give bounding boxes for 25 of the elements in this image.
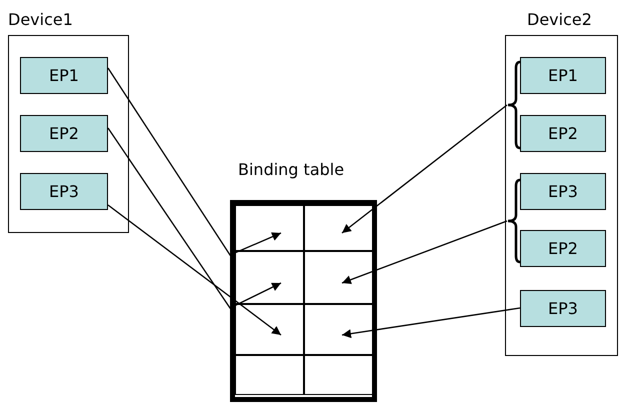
table-title: Binding table — [238, 160, 344, 179]
arrow — [108, 204, 282, 336]
table-cell — [235, 355, 304, 395]
device-label: Device2 — [527, 10, 592, 29]
endpoint-box: EP2 — [520, 115, 606, 152]
endpoint-box: EP3 — [20, 173, 108, 210]
endpoint-box: EP1 — [520, 57, 606, 94]
device-label: Device1 — [8, 10, 73, 29]
endpoint-box: EP3 — [520, 173, 606, 210]
table-cell — [235, 205, 304, 251]
arrow — [342, 220, 508, 284]
endpoint-box: EP2 — [20, 115, 108, 152]
table-cell — [235, 304, 304, 355]
table-cell — [304, 251, 373, 304]
arrow — [107, 68, 282, 256]
endpoint-box: EP3 — [520, 290, 606, 327]
table-cell — [304, 355, 373, 395]
arrow — [342, 307, 520, 338]
table-cell — [235, 251, 304, 304]
arrow — [342, 104, 508, 234]
table-cell — [304, 205, 373, 251]
table-cell — [304, 304, 373, 355]
endpoint-box: EP2 — [520, 230, 606, 267]
arrow — [107, 128, 282, 309]
endpoint-box: EP1 — [20, 57, 108, 94]
